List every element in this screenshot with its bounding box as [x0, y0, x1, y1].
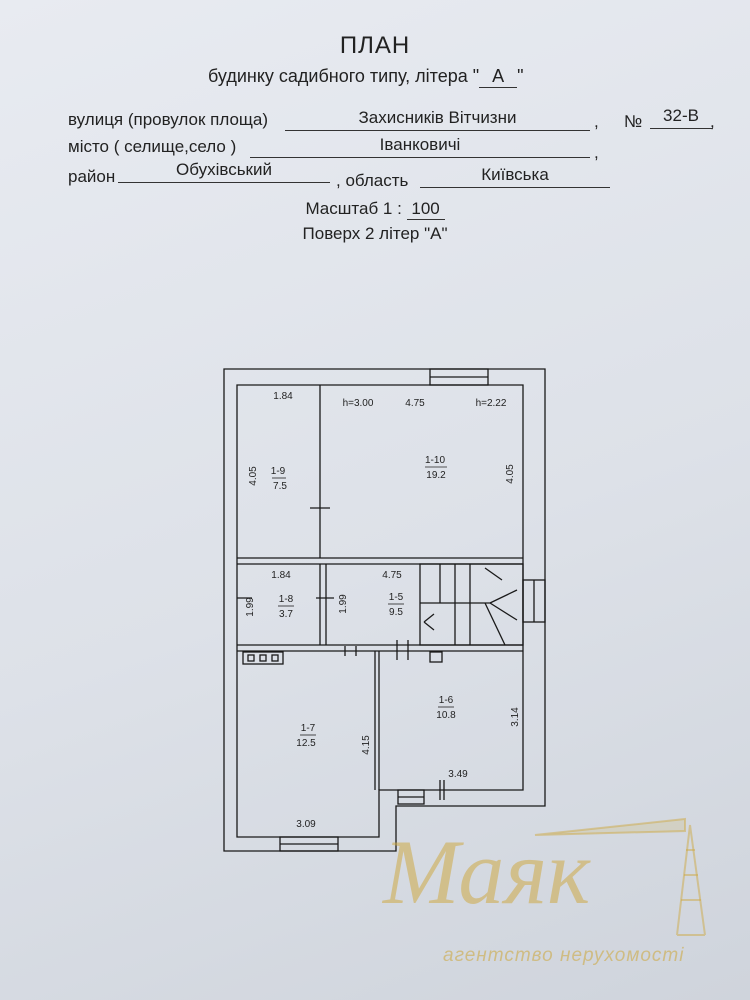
- outer-wall: [223, 368, 546, 852]
- vent-small: [429, 651, 443, 663]
- scale-label: Масштаб 1 :: [305, 199, 402, 218]
- watermark-tagline: агентство нерухомості: [443, 945, 685, 966]
- document-subtitle: будинку садибного типу, літера "А": [208, 66, 524, 88]
- number-comma: ,: [710, 112, 715, 131]
- subtitle-prefix: будинку садибного типу, літера ": [208, 66, 480, 86]
- room-1-7-area: 12.5: [296, 738, 316, 749]
- dim-405-left: 4.05: [248, 466, 259, 486]
- dim-199-mid: 1.99: [338, 594, 349, 614]
- door-marks: [237, 507, 445, 800]
- subtitle-suffix: ": [517, 66, 524, 86]
- street-comma: ,: [594, 112, 599, 131]
- dim-184-top: 1.84: [273, 391, 293, 402]
- city-label: місто ( селище,село ): [68, 137, 237, 156]
- district-field: Обухівський: [118, 160, 330, 183]
- room-1-5-area: 9.5: [389, 607, 403, 618]
- floor-title: Поверх 2 літер "А": [302, 224, 448, 243]
- agency-watermark: Маяк агентство нерухомості: [355, 805, 725, 980]
- lighthouse-icon: [534, 817, 706, 936]
- district-label: район: [68, 167, 116, 186]
- dim-184-mid: 1.84: [271, 570, 291, 581]
- staircase: [419, 563, 524, 646]
- room-1-8-area: 3.7: [279, 609, 293, 620]
- room-1-6-id: 1-6: [439, 695, 454, 706]
- city-comma: ,: [594, 143, 599, 162]
- room-1-7-id: 1-7: [301, 723, 316, 734]
- room-1-9-area: 7.5: [273, 481, 287, 492]
- dim-314: 3.14: [510, 707, 521, 727]
- document-title: ПЛАН: [339, 32, 411, 59]
- dim-199-left: 1.99: [245, 597, 256, 617]
- dim-309: 3.09: [296, 819, 316, 830]
- dim-349: 3.49: [448, 769, 468, 780]
- scale-value: 100: [406, 199, 445, 220]
- street-label: вулиця (провулок площа): [68, 110, 269, 129]
- room-1-6-area: 10.8: [436, 710, 456, 721]
- dim-475-top: 4.75: [405, 398, 425, 409]
- number-field: 32-В: [650, 106, 712, 129]
- dim-475-mid: 4.75: [382, 570, 402, 581]
- dim-405-right: 4.05: [505, 464, 516, 484]
- stair-arrow: [423, 613, 435, 631]
- room-1-10-id: 1-10: [425, 455, 445, 466]
- vent-block: [242, 651, 284, 665]
- scale-line: Масштаб 1 : 100: [0, 199, 750, 220]
- dim-415: 4.15: [361, 735, 372, 755]
- city-field: Іванковичі: [250, 135, 590, 158]
- litera-value: А: [479, 66, 518, 88]
- room-1-5-id: 1-5: [389, 592, 404, 603]
- room-1-10-area: 19.2: [426, 470, 446, 481]
- number-label: №: [624, 112, 643, 131]
- region-label: , область: [336, 171, 409, 190]
- street-field: Захисників Вітчизни: [285, 108, 590, 131]
- dim-h300: h=3.00: [343, 398, 374, 409]
- watermark-name: Маяк: [383, 821, 591, 923]
- stair-steps: [420, 564, 518, 646]
- room-1-8-id: 1-8: [279, 594, 294, 605]
- region-field: Київська: [420, 165, 610, 188]
- room-1-9-id: 1-9: [271, 466, 286, 477]
- dim-h222: h=2.22: [476, 398, 507, 409]
